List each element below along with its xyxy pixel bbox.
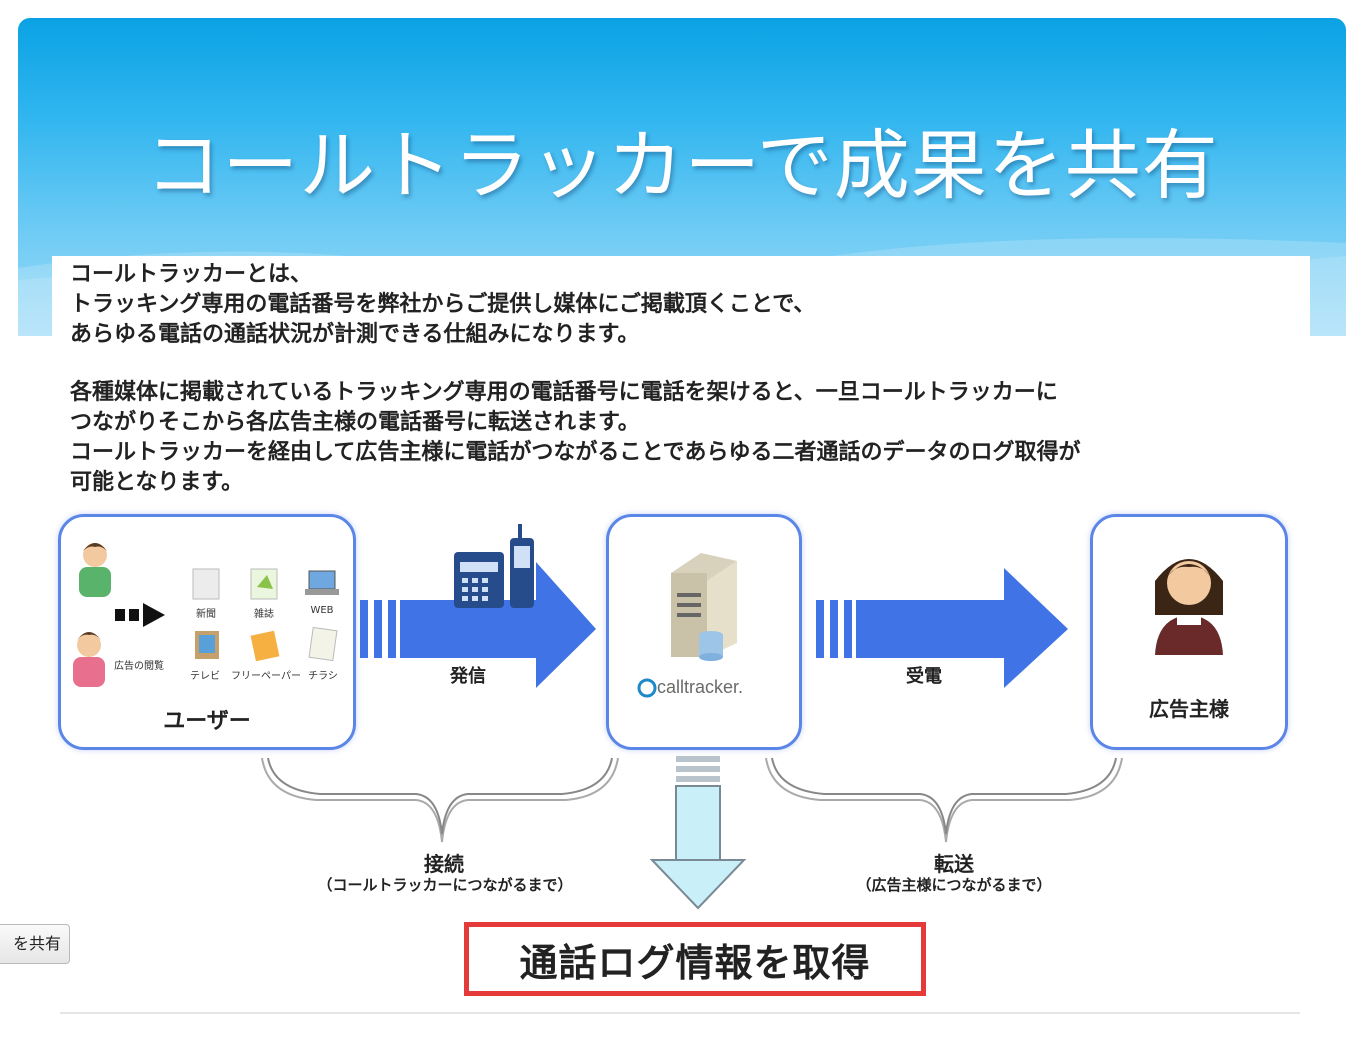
intro-line: コールトラッカーとは、	[70, 262, 313, 287]
server-box: calltracker.	[606, 514, 802, 750]
detail-line: 可能となります。	[70, 470, 244, 495]
detail-paragraph: 各種媒体に掲載されているトラッキング専用の電話番号に電話を架けると、一旦コールト…	[70, 378, 1080, 498]
transfer-label: 転送	[934, 852, 974, 876]
detail-line: つながりそこから各広告主様の電話番号に転送されます。	[70, 410, 640, 435]
send-arrow	[360, 524, 596, 688]
person-icon	[79, 543, 111, 597]
slide-title: コールトラッカーで成果を共有	[145, 121, 1219, 210]
media-label-flyer: チラシ	[308, 671, 338, 682]
media-label-free-paper: フリーペーパー	[231, 671, 301, 682]
receive-label: 受電	[906, 666, 942, 687]
magazine-icon	[250, 568, 278, 600]
send-label: 発信	[450, 666, 486, 687]
call-log-box: 通話ログ情報を取得	[464, 922, 926, 996]
intro-line: あらゆる電話の通話状況が計測できる仕組みになります。	[70, 322, 640, 347]
media-label-newspaper: 新聞	[196, 609, 216, 620]
free-paper-icon	[250, 630, 280, 662]
mobile-phone-icon	[510, 524, 534, 608]
connect-label: 接続	[424, 852, 464, 876]
laptop-icon	[305, 570, 339, 595]
transfer-note: （広告主様につながるまで）	[856, 876, 1052, 894]
desk-phone-icon	[454, 552, 504, 608]
connect-note: （コールトラッカーにつながるまで）	[317, 876, 573, 894]
content-background	[1310, 338, 1366, 1038]
connect-bracket	[261, 757, 619, 843]
tv-icon	[195, 631, 219, 659]
advertiser-box: 広告主様	[1090, 514, 1288, 750]
receive-arrow	[816, 568, 1068, 688]
divider	[60, 1012, 1300, 1014]
operator-icon	[1155, 559, 1223, 655]
newspaper-icon	[192, 568, 220, 600]
down-arrow	[649, 756, 747, 910]
intro-line: トラッキング専用の電話番号を弊社からご提供し媒体にご掲載頂くことで、	[70, 292, 816, 317]
person-icon	[73, 632, 105, 687]
advertiser-label: 広告主様	[1149, 697, 1229, 721]
server-icon	[637, 553, 737, 698]
ad-view-label: 広告の閲覧	[114, 661, 164, 672]
user-illustration	[73, 543, 339, 687]
calltracker-logo: calltracker.	[657, 677, 744, 697]
media-label-web: WEB	[310, 605, 334, 616]
user-label: ユーザー	[163, 709, 251, 734]
user-box: 新聞 雑誌 WEB テレビ フリーペーパー チラシ 広告の閲覧 ユーザー	[58, 514, 356, 750]
flyer-icon	[308, 626, 338, 662]
detail-line: 各種媒体に掲載されているトラッキング専用の電話番号に電話を架けると、一旦コールト…	[70, 380, 1058, 405]
media-label-magazine: 雑誌	[254, 609, 274, 620]
arrow-icon	[115, 603, 165, 627]
share-button[interactable]: を共有	[0, 924, 70, 964]
intro-paragraph: コールトラッカーとは、 トラッキング専用の電話番号を弊社からご提供し媒体にご掲載…	[70, 260, 815, 350]
detail-line: コールトラッカーを経由して広告主様に電話がつながることであらゆる二者通話のデータ…	[70, 440, 1081, 465]
media-label-tv: テレビ	[190, 671, 220, 682]
transfer-bracket	[765, 757, 1123, 843]
